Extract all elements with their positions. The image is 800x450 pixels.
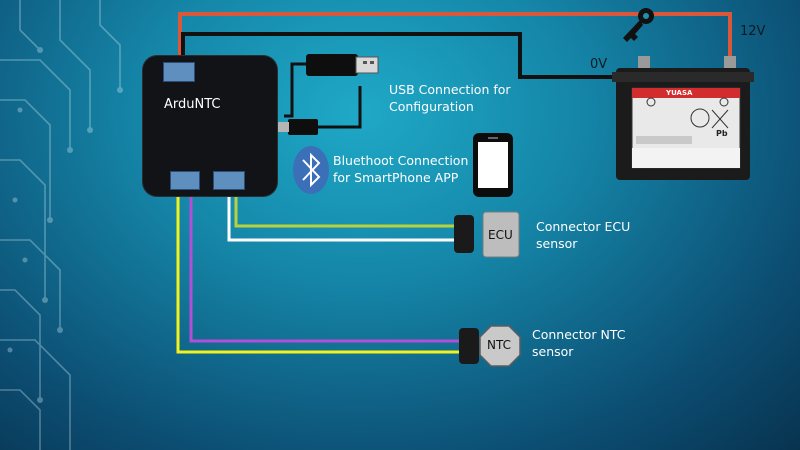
key-icon xyxy=(623,8,654,42)
usb-cable-icon xyxy=(278,54,379,135)
usb-label-line2: Configuration xyxy=(389,99,474,114)
power-port xyxy=(163,62,195,82)
ecu-port xyxy=(213,171,245,190)
ntc-sensor-octagon xyxy=(479,325,521,367)
ground-voltage-label: 0V xyxy=(590,57,608,72)
bluetooth-label-line2: for SmartPhone APP xyxy=(333,170,459,185)
bluetooth-icon xyxy=(293,146,329,194)
ntc-signal-wire xyxy=(176,188,462,354)
ntc-badge: NTC xyxy=(487,338,511,352)
ntc-connector xyxy=(459,328,479,364)
battery-brand: YUASA xyxy=(666,89,693,97)
bluetooth-label-line1: Bluethoot Connection xyxy=(333,153,469,168)
ecu-connector xyxy=(454,215,474,253)
usb-label-line1: USB Connection for xyxy=(389,82,511,97)
battery-marking: Pb xyxy=(716,129,728,138)
ecu-badge: ECU xyxy=(488,228,513,242)
device-name: ArduNTC xyxy=(164,97,221,112)
ntc-label-line2: sensor xyxy=(532,344,574,359)
battery-icon xyxy=(612,56,754,180)
ecu-signal-wire xyxy=(234,188,458,228)
ntc-port xyxy=(170,171,200,190)
ecu-ground-wire xyxy=(227,188,458,242)
ecu-sensor-box xyxy=(482,211,520,258)
ecu-label: Connector ECU sensor xyxy=(536,218,630,252)
positive-voltage-label: 12V xyxy=(740,24,766,39)
usb-label: USB Connection for Configuration xyxy=(389,81,511,115)
ecu-label-line2: sensor xyxy=(536,236,578,251)
positive-wire xyxy=(178,12,732,64)
smartphone-icon xyxy=(473,133,513,197)
bluetooth-label: Bluethoot Connection for SmartPhone APP xyxy=(333,152,468,186)
ntc-label-line1: Connector NTC xyxy=(532,327,626,342)
ntc-label: Connector NTC sensor xyxy=(532,326,625,360)
ecu-label-line1: Connector ECU xyxy=(536,219,631,234)
ntc-ground-wire xyxy=(189,188,462,343)
